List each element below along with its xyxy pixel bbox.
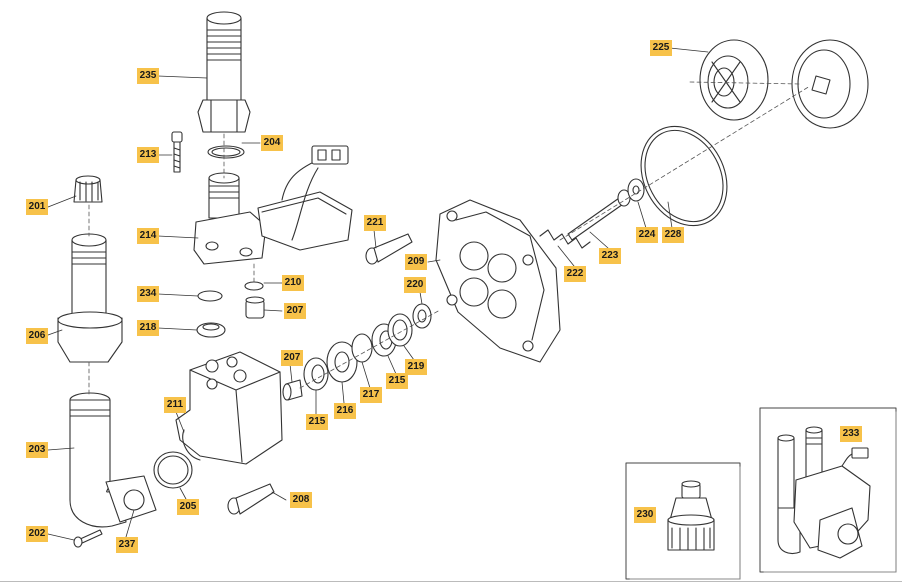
part-228-oring (640, 125, 728, 227)
inset-233-box (759, 407, 897, 573)
part-206-coupling (57, 233, 123, 363)
part-223-piston (567, 189, 631, 241)
callout-234[interactable]: 234 (137, 286, 159, 302)
part-220-ring (412, 303, 432, 329)
callout-216[interactable]: 216 (334, 403, 356, 419)
inset-230-box (625, 462, 741, 580)
part-210-oring (244, 281, 264, 291)
part-205-oring (153, 451, 193, 489)
callout-209[interactable]: 209 (405, 254, 427, 270)
part-207-valve (282, 379, 303, 401)
callout-214[interactable]: 214 (137, 228, 159, 244)
part-225-cover (699, 39, 769, 121)
callout-213[interactable]: 213 (137, 147, 159, 163)
part-214-housing (193, 145, 353, 265)
bottom-divider (0, 581, 902, 582)
leader-lines (47, 47, 841, 541)
part-207-valve-top (245, 296, 265, 319)
part-235-pipe (197, 11, 251, 133)
callout-237[interactable]: 237 (116, 537, 138, 553)
part-213-screw (171, 131, 183, 173)
callout-206[interactable]: 206 (26, 328, 48, 344)
callout-224[interactable]: 224 (636, 227, 658, 243)
part-222-spring (539, 229, 591, 249)
part-201-filter (73, 175, 103, 203)
callout-219[interactable]: 219 (405, 359, 427, 375)
callout-207-left[interactable]: 207 (281, 350, 303, 366)
callout-210[interactable]: 210 (282, 275, 304, 291)
callout-205[interactable]: 205 (177, 499, 199, 515)
callout-222[interactable]: 222 (564, 266, 586, 282)
part-202-screw (73, 529, 103, 548)
callout-228[interactable]: 228 (662, 227, 684, 243)
callout-225[interactable]: 225 (650, 40, 672, 56)
part-209-body (435, 199, 561, 363)
callout-223[interactable]: 223 (599, 248, 621, 264)
callout-215-right[interactable]: 215 (386, 373, 408, 389)
callout-233[interactable]: 233 (840, 426, 862, 442)
part-224-washer (627, 178, 645, 202)
callout-208[interactable]: 208 (290, 492, 312, 508)
callout-221[interactable]: 221 (364, 215, 386, 231)
callout-203[interactable]: 203 (26, 442, 48, 458)
callout-218[interactable]: 218 (137, 320, 159, 336)
callout-201[interactable]: 201 (26, 199, 48, 215)
part-218-ring (196, 322, 226, 338)
callout-220[interactable]: 220 (404, 277, 426, 293)
callout-215-left[interactable]: 215 (306, 414, 328, 430)
part-219-ring (387, 313, 413, 347)
callout-207-top[interactable]: 207 (284, 303, 306, 319)
part-215-seal-left (303, 357, 329, 391)
part-203-elbow (69, 392, 157, 528)
callout-235[interactable]: 235 (137, 68, 159, 84)
part-217-oring (351, 333, 373, 363)
callout-204[interactable]: 204 (261, 135, 283, 151)
part-234-oring (197, 290, 223, 302)
part-225-cap (791, 39, 869, 129)
axis-lines (88, 81, 811, 395)
callout-202[interactable]: 202 (26, 526, 48, 542)
part-208-screw (227, 483, 275, 515)
callout-211[interactable]: 211 (164, 397, 186, 413)
part-211-pump-head (175, 351, 283, 465)
callout-217[interactable]: 217 (360, 387, 382, 403)
part-221-screw (365, 233, 413, 265)
callout-230[interactable]: 230 (634, 507, 656, 523)
